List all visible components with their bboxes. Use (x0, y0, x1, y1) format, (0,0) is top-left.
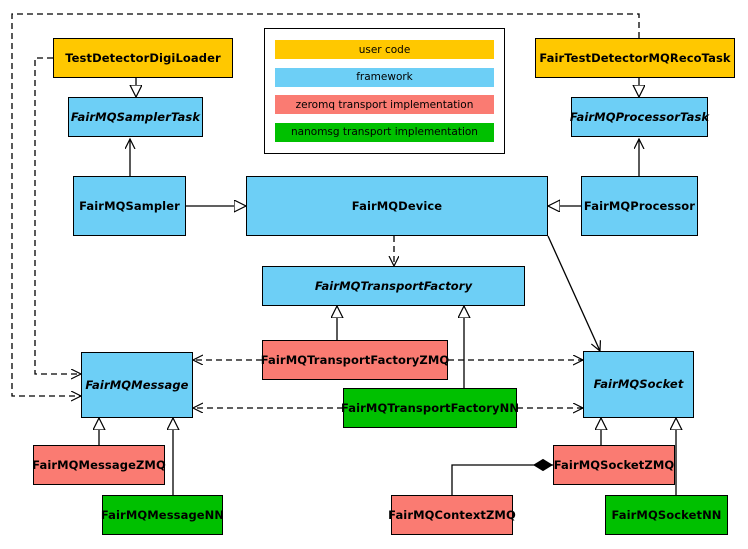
node-fairmqsocketnn[interactable]: FairMQSocketNN (605, 495, 728, 535)
edge-device-socket (547, 235, 600, 351)
legend-label: framework (356, 71, 413, 84)
legend-label: user code (358, 43, 411, 56)
node-label: FairMQProcessorTask (569, 109, 710, 124)
node-label: FairMQProcessor (583, 198, 696, 213)
legend-label: nanomsg transport implementation (291, 126, 478, 139)
node-fairmqsampler[interactable]: FairMQSampler (73, 176, 186, 236)
legend: user code framework zeromq transport imp… (264, 28, 505, 154)
node-fairmqtransportfactorynn[interactable]: FairMQTransportFactoryNN (340, 388, 520, 428)
node-label: FairMQMessageZMQ (32, 457, 166, 472)
legend-item-user-code: user code (275, 40, 494, 60)
node-label: FairMQSampler (79, 198, 180, 213)
node-testdetectordigiloader[interactable]: TestDetectorDigiLoader (53, 38, 233, 78)
node-fairmqtransportfactoryzmq[interactable]: FairMQTransportFactoryZMQ (260, 340, 450, 380)
node-fairmqsamplertask[interactable]: FairMQSamplerTask (68, 97, 203, 137)
legend-item-zeromq: zeromq transport implementation (275, 95, 494, 115)
node-label: FairMQTransportFactoryZMQ (260, 352, 450, 367)
node-fairmqmessagenn[interactable]: FairMQMessageNN (100, 495, 225, 535)
node-fairmqprocessor[interactable]: FairMQProcessor (581, 176, 698, 236)
node-label: FairMQContextZMQ (388, 507, 516, 522)
node-label: FairMQSamplerTask (70, 109, 201, 124)
node-label: FairMQMessage (85, 377, 189, 392)
node-fairmqsocketzmq[interactable]: FairMQSocketZMQ (553, 445, 675, 485)
legend-label: zeromq transport implementation (295, 98, 474, 111)
legend-item-framework: framework (275, 67, 494, 87)
node-label: FairMQSocketZMQ (553, 457, 675, 472)
node-fairmqtransportfactory[interactable]: FairMQTransportFactory (262, 266, 525, 306)
node-label: FairMQDevice (351, 198, 443, 213)
node-label: FairMQTransportFactoryNN (340, 400, 520, 415)
node-label: FairMQSocket (593, 377, 684, 392)
node-label: FairMQMessageNN (100, 507, 225, 522)
node-fairmqsocket[interactable]: FairMQSocket (583, 351, 694, 418)
legend-item-nanomsg: nanomsg transport implementation (275, 122, 494, 142)
node-label: FairMQTransportFactory (314, 278, 473, 293)
node-fairmqprocessortask[interactable]: FairMQProcessorTask (569, 97, 710, 137)
edge-contextzmq-socketzmq (451, 465, 553, 495)
node-label: FairTestDetectorMQRecoTask (539, 50, 731, 65)
node-fairmqmessage[interactable]: FairMQMessage (81, 352, 193, 418)
node-label: TestDetectorDigiLoader (65, 50, 221, 65)
node-fairmqcontextzmq[interactable]: FairMQContextZMQ (388, 495, 516, 535)
node-fairmqdevice[interactable]: FairMQDevice (246, 176, 548, 236)
node-fairtestdetectormqrecotask[interactable]: FairTestDetectorMQRecoTask (535, 38, 735, 78)
node-label: FairMQSocketNN (611, 507, 722, 522)
node-fairmqmessagezmq[interactable]: FairMQMessageZMQ (32, 445, 166, 485)
